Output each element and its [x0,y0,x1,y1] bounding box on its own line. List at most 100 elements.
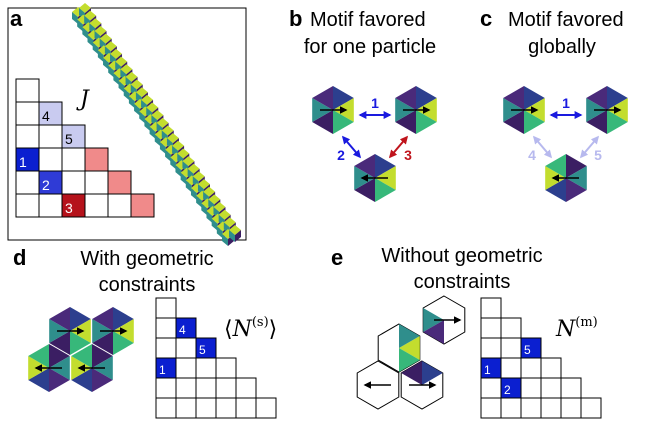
panel-e-letter: e [331,245,343,270]
arrow-label: 4 [528,147,536,163]
matrix-cell [84,170,109,195]
matrix-cell [540,357,562,379]
panel-b-letter: b [289,6,302,31]
matrix-cell [38,147,63,172]
arrow-label: 1 [371,95,379,111]
panel-e-title-line2: constraints [414,271,511,293]
matrix-cell [15,124,40,149]
particle-hexagon [422,295,466,345]
matrix-cell [15,78,40,103]
panel-c-title-line2: globally [528,36,596,58]
matrix-cell [235,397,257,419]
matrix-cell [175,357,197,379]
ns-matrix-label: ⟨N(s)⟩ [224,315,277,342]
particle-hexagon [377,323,421,373]
panel-e: e Without geometric constraints 512 [331,245,602,419]
matrix-cell [500,337,522,359]
matrix-cell [215,377,237,399]
particle-hexagon [586,86,628,134]
arrow-label: 5 [594,147,602,163]
panel-b-title-line2: for one particle [304,36,436,58]
panel-b-title-line1: Motif favored [310,9,426,31]
interaction-arrow [341,135,362,159]
panel-d: d With geometric constraints 45 1 ⟨N(s)⟩ [13,245,277,419]
matrix-cell-label: 3 [65,200,73,216]
panel-d-title-line2: constraints [99,274,196,296]
matrix-cell [560,377,582,399]
matrix-cell [235,377,257,399]
matrix-cell-label: 2 [42,177,50,193]
matrix-cell [540,377,562,399]
matrix-cell-label: 2 [504,383,511,397]
panel-d-title-line1: With geometric [80,248,213,270]
matrix-cell [155,337,177,359]
matrix-cell [500,357,522,379]
panel-c-letter: c [480,6,492,31]
matrix-cell [580,397,602,419]
panel-c-title-line1: Motif favored [508,9,624,31]
matrix-cell-label: 4 [42,108,50,124]
matrix-cell [84,193,109,218]
panel-a-frame [7,7,247,241]
matrix-cell [520,377,542,399]
matrix-cell [130,193,155,218]
arrow-label: 3 [404,147,412,163]
particle-hexagon [354,154,396,202]
matrix-cell [520,357,542,379]
matrix-cell [155,297,177,319]
nm-matrix-label: N(m) [555,315,598,342]
particle-hexagon [400,360,444,410]
panel-d-letter: d [13,245,26,270]
matrix-cell [155,317,177,339]
matrix-cell-label: 5 [65,131,73,147]
panel-a-letter: a [10,6,23,31]
matrix-cell [175,397,197,419]
matrix-cell-label: 1 [159,363,166,377]
matrix-cell [195,377,217,399]
matrix-cell [480,297,502,319]
matrix-cell [500,397,522,419]
matrix-cell [195,397,217,419]
particle-hexagon [356,360,400,410]
matrix-cell [84,147,109,172]
j-matrix-label: J [76,87,90,112]
matrix-cell [155,397,177,419]
matrix-cell [480,397,502,419]
matrix-cell [560,397,582,419]
panel-a: a 45 123 J [7,3,247,246]
matrix-cell-label: 5 [524,343,531,357]
matrix-cell-label: 1 [484,363,491,377]
matrix-cell [38,124,63,149]
interaction-arrow [388,135,409,159]
particle-hexagon [49,307,91,355]
particle-hexagon [92,307,134,355]
ns-matrix: 45 1 [155,297,277,419]
matrix-cell [175,337,197,359]
interaction-arrow [532,135,553,159]
matrix-cell [155,377,177,399]
matrix-cell [215,397,237,419]
matrix-cell-label: 5 [199,343,206,357]
particle-hexagon [503,86,545,134]
particle-hexagon [28,344,70,392]
matrix-cell [215,357,237,379]
matrix-cell [38,193,63,218]
particle-hexagon [395,86,437,134]
particle-hexagon [71,344,113,392]
matrix-cell [500,317,522,339]
matrix-cell [480,377,502,399]
arrow-label: 2 [337,147,345,163]
matrix-cell [61,170,86,195]
matrix-cell-label: 1 [19,154,27,170]
nm-matrix: 5 12 [480,297,602,419]
matrix-cell [480,317,502,339]
matrix-cell [175,377,197,399]
interaction-arrow [579,135,600,159]
panel-c: c Motif favored globally 1 4 5 [480,6,628,202]
matrix-cell [480,337,502,359]
particle-hexagon [312,86,354,134]
particle-hexagon [545,154,587,202]
matrix-cell [520,397,542,419]
matrix-cell-label: 4 [179,323,186,337]
